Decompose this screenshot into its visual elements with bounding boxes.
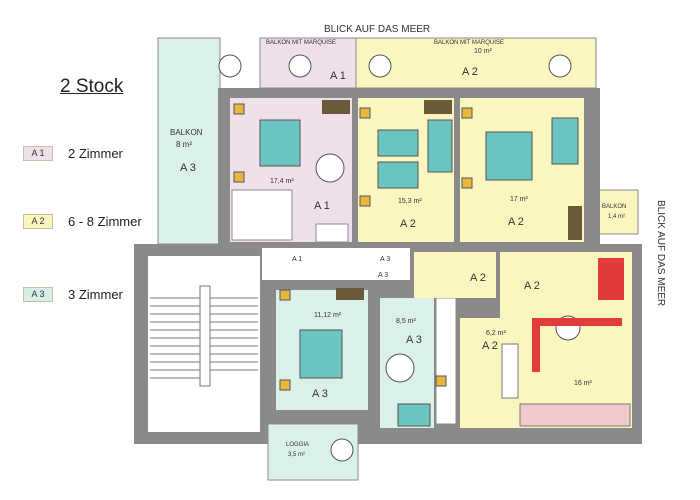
bathtub xyxy=(501,343,519,399)
balcony-a3-label: BALKON xyxy=(170,128,203,137)
legend-text-a3: 3 Zimmer xyxy=(68,287,123,302)
marker-a2-mid: A 2 xyxy=(400,218,416,230)
bed-a2-mid-2 xyxy=(377,161,419,189)
bed-a2-mid-3 xyxy=(427,119,453,173)
room-a2-bath-area: 6,2 m² xyxy=(486,330,506,337)
wardrobes xyxy=(322,100,582,300)
marker-a2-bath: A 2 xyxy=(482,340,498,352)
marker-a1-corridor: A 1 xyxy=(292,256,303,263)
wc-a1 xyxy=(315,223,349,243)
balcony-right-area: 1,4 m² xyxy=(608,214,626,220)
sofa xyxy=(532,318,622,372)
balcony-right xyxy=(597,189,639,235)
legend-text-a1: 2 Zimmer xyxy=(68,146,123,161)
floor-title: 2 Stock xyxy=(60,76,124,97)
bed-a3 xyxy=(299,329,343,379)
bed-a2-mid-1 xyxy=(377,129,419,157)
room-a1-area: 17,4 m² xyxy=(270,178,294,185)
bed-a2-right-2 xyxy=(551,117,579,165)
balcony-right-label: BALKON xyxy=(602,204,627,210)
marker-a1-room: A 1 xyxy=(314,200,330,212)
marker-a3-corridor: A 3 xyxy=(380,256,391,263)
balcony-a3-area: 8 m² xyxy=(176,140,192,149)
armchair xyxy=(598,258,624,300)
bed-a3-small xyxy=(397,403,431,427)
stairwell xyxy=(148,256,260,432)
stairs xyxy=(150,285,258,387)
legend-swatch-a2: A 2 xyxy=(23,214,53,229)
legend-swatch-a1: A 1 xyxy=(23,146,53,161)
room-a2-hall xyxy=(414,252,496,298)
marker-a3-door: A 3 xyxy=(378,272,389,279)
nightstands xyxy=(233,103,473,391)
room-a3-area: 11,12 m² xyxy=(314,312,342,319)
room-a3-small-area: 8,5 m² xyxy=(396,318,416,325)
corridor xyxy=(262,248,410,280)
bed-a1 xyxy=(259,119,301,167)
marker-a3-balcony: A 3 xyxy=(180,162,196,174)
loggia-area: 3,5 m² xyxy=(288,452,306,458)
legend-text-a2: 6 - 8 Zimmer xyxy=(68,214,142,229)
marker-a3-room: A 3 xyxy=(312,388,328,400)
side-caption: BLICK AUF DAS MEER xyxy=(655,200,666,307)
marker-a2-right: A 2 xyxy=(508,216,524,228)
bath-a1 xyxy=(231,189,293,241)
marker-a2-balcony: A 2 xyxy=(462,66,478,78)
balcony-a2-area: 10 m² xyxy=(474,48,492,55)
balcony-a2-label: BALKON MIT MARQUISE xyxy=(434,40,504,46)
room-a2-living-area: 16 m² xyxy=(574,380,592,387)
room-a2-mid-area: 15,3 m² xyxy=(398,198,422,205)
loggia-label: LOGGIA xyxy=(286,442,310,448)
balcony-a3-left xyxy=(157,37,221,245)
room-a2-right-area: 17 m² xyxy=(510,196,528,203)
kitchen-counter xyxy=(519,403,631,427)
bath-a3 xyxy=(435,297,457,425)
balcony-a1-label: BALKON MIT MARQUISE xyxy=(266,40,336,46)
marker-a2-living: A 2 xyxy=(524,280,540,292)
bed-a2-right xyxy=(485,131,533,181)
marker-a2-hall: A 2 xyxy=(470,272,486,284)
legend-swatch-a3: A 3 xyxy=(23,287,53,302)
marker-a1-balcony: A 1 xyxy=(330,70,346,82)
top-caption: BLICK AUF DAS MEER xyxy=(324,24,431,35)
marker-a3-small: A 3 xyxy=(406,334,422,346)
